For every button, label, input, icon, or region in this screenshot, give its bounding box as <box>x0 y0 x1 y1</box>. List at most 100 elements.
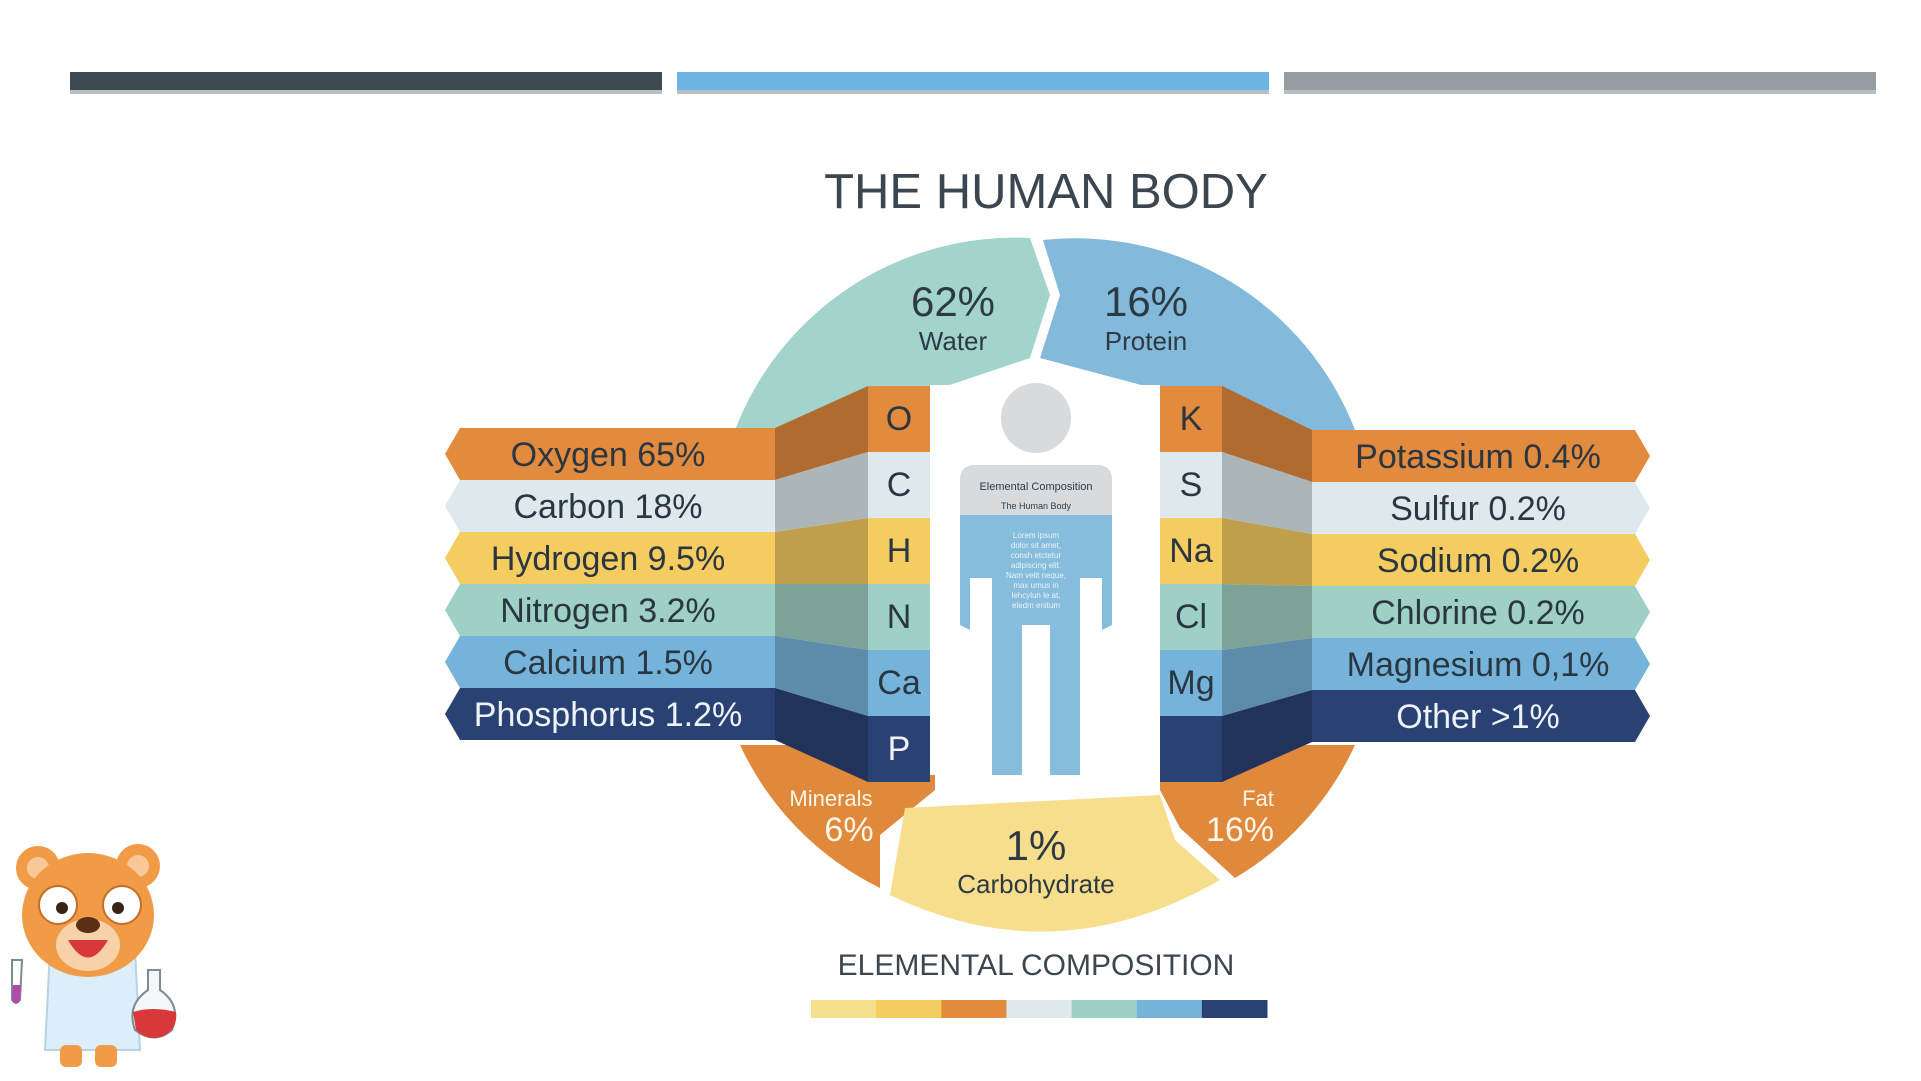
legend-swatch-0 <box>811 1000 877 1018</box>
right-element-label-3: Chlorine 0.2% <box>1371 594 1585 632</box>
legend-swatch-3 <box>1006 1000 1073 1018</box>
left-element-label-1: Carbon 18% <box>513 488 702 526</box>
left-symbol-box-2 <box>868 518 930 584</box>
left-element-label-3: Nitrogen 3.2% <box>500 592 715 630</box>
figure-body-line-5: max umus in <box>1013 581 1058 590</box>
figure-body-line-4: Nam velit neque, <box>1006 571 1066 580</box>
figure-subheading: The Human Body <box>1001 501 1072 511</box>
right-element-label-2: Sodium 0.2% <box>1377 542 1579 580</box>
figure-body-line-3: adipiscing elit. <box>1011 561 1061 570</box>
left-banner-5 <box>445 688 775 740</box>
right-banner-1 <box>1312 482 1650 534</box>
left-symbol-3: N <box>887 598 912 636</box>
legend-swatch-5 <box>1136 1000 1203 1018</box>
left-symbol-4: Ca <box>877 664 921 702</box>
left-symbol-box-3 <box>868 584 930 650</box>
left-element-label-5: Phosphorus 1.2% <box>474 696 742 734</box>
right-fold-0 <box>1222 386 1312 482</box>
figure-body-line-7: eledm enitum <box>1012 601 1060 610</box>
left-symbol-0: O <box>886 400 912 438</box>
left-banner-4 <box>445 636 775 688</box>
right-fold-2 <box>1222 518 1312 586</box>
left-symbol-box-0 <box>868 386 930 452</box>
left-banner-2 <box>445 532 775 584</box>
legend-swatch-2 <box>941 1000 1007 1018</box>
mascot-pupil-right <box>112 902 124 914</box>
carbohydrate-percent: 1% <box>1006 822 1067 869</box>
figure-body-line-2: consh etctetur <box>1011 551 1062 560</box>
body-figure: Elemental Composition The Human Body Lor… <box>930 383 1160 775</box>
header-bar-dark <box>70 72 662 94</box>
water-label: Water <box>919 326 988 356</box>
right-symbol-box-5 <box>1160 716 1222 782</box>
right-element-label-1: Sulfur 0.2% <box>1390 490 1566 528</box>
left-banner-1 <box>445 480 775 532</box>
right-fold-3 <box>1222 584 1312 650</box>
left-fold-3 <box>775 584 868 650</box>
right-banner-4 <box>1312 638 1650 690</box>
legend-swatch-1 <box>876 1000 942 1018</box>
right-fold-5 <box>1222 690 1312 782</box>
right-symbol-box-4 <box>1160 650 1222 716</box>
header-bar-blue <box>677 72 1269 94</box>
left-element-label-4: Calcium 1.5% <box>503 644 713 682</box>
right-symbol-box-2 <box>1160 518 1222 584</box>
left-symbol-5: P <box>888 730 911 768</box>
right-element-label-4: Magnesium 0,1% <box>1347 646 1610 684</box>
fat-label: Fat <box>1242 786 1274 811</box>
minerals-label: Minerals <box>789 786 872 811</box>
carbohydrate-label: Carbohydrate <box>957 869 1115 899</box>
left-fold-5 <box>775 688 868 782</box>
mascot-leg-left <box>60 1045 82 1067</box>
mascot-mouth <box>68 940 108 958</box>
left-symbol-box-5 <box>868 716 930 782</box>
right-symbol-box-0 <box>1160 386 1222 452</box>
left-symbol-box-1 <box>868 452 930 518</box>
right-symbol-0: K <box>1180 400 1203 438</box>
bear-scientist-mascot <box>11 844 177 1067</box>
figure-silhouette-top <box>960 465 1112 515</box>
figure-body-line-1: dolor sit amet, <box>1011 541 1061 550</box>
left-element-label-0: Oxygen 65% <box>511 436 706 474</box>
right-symbol-1: S <box>1180 466 1203 504</box>
left-fold-1 <box>775 452 868 532</box>
infographic-title: THE HUMAN BODY <box>824 165 1268 219</box>
right-symbol-box-1 <box>1160 452 1222 518</box>
figure-body-line-6: lehcylun le at, <box>1012 591 1061 600</box>
right-fold-1 <box>1222 452 1312 534</box>
protein-label: Protein <box>1105 326 1187 356</box>
mascot-test-tube-liquid <box>12 985 21 1003</box>
left-element-label-2: Hydrogen 9.5% <box>491 540 725 578</box>
left-banner-3 <box>445 584 775 636</box>
right-symbol-4: Mg <box>1167 664 1214 702</box>
legend-swatch-4 <box>1071 1000 1138 1018</box>
mascot-head <box>22 853 154 977</box>
mascot-flask-liquid <box>133 1009 177 1038</box>
water-segment <box>735 237 1050 430</box>
right-element-label-5: Other >1% <box>1396 698 1559 736</box>
right-banner-0 <box>1312 430 1650 482</box>
left-banner-0 <box>445 428 775 480</box>
carbohydrate-segment <box>890 795 1220 932</box>
figure-body-line-0: Lorem ipsum <box>1013 531 1060 540</box>
left-fold-0 <box>775 386 868 480</box>
figure-silhouette <box>960 515 1112 775</box>
right-banner-2 <box>1312 534 1650 586</box>
header-bar-grey <box>1284 72 1876 94</box>
fat-percent: 16% <box>1206 811 1274 849</box>
mascot-pupil-left <box>56 902 68 914</box>
mascot-nose <box>76 917 100 933</box>
protein-percent: 16% <box>1104 278 1188 325</box>
water-percent: 62% <box>911 278 995 325</box>
left-symbol-box-4 <box>868 650 930 716</box>
left-symbol-2: H <box>887 532 912 570</box>
figure-heading: Elemental Composition <box>979 481 1092 493</box>
right-banner-3 <box>1312 586 1650 638</box>
footer-title: ELEMENTAL COMPOSITION <box>838 949 1235 982</box>
right-symbol-3: Cl <box>1175 598 1207 636</box>
protein-segment <box>1040 238 1355 430</box>
left-fold-2 <box>775 518 868 584</box>
right-symbol-box-3 <box>1160 584 1222 650</box>
right-element-label-0: Potassium 0.4% <box>1355 438 1601 476</box>
